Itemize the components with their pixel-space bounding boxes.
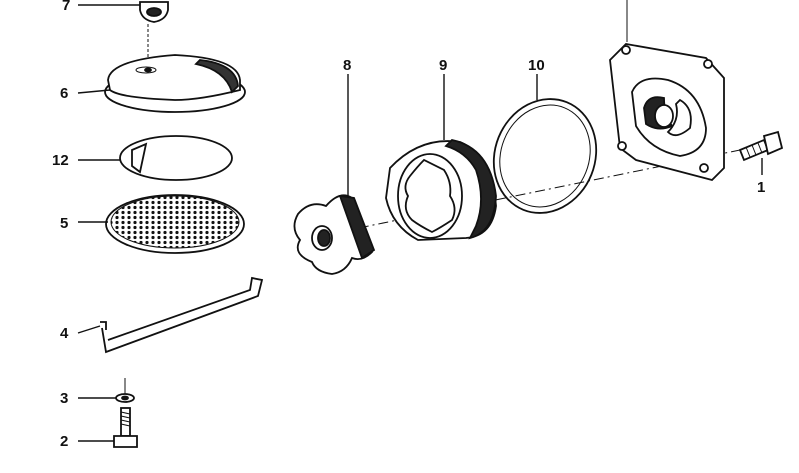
part-4-wire-clip xyxy=(100,276,264,354)
callout-2: 2 xyxy=(60,433,68,450)
part-8-inner-rotor xyxy=(293,194,376,275)
callout-1: 1 xyxy=(757,179,765,196)
callout-10: 10 xyxy=(528,57,545,74)
part-3-washer xyxy=(115,378,135,403)
leader-lines xyxy=(77,4,763,442)
part-1-screw xyxy=(738,130,784,162)
callout-labels: 7 6 12 5 4 3 2 8 9 10 1 xyxy=(52,0,765,450)
part-10-o-ring xyxy=(492,98,598,214)
part-12-gasket xyxy=(119,135,233,181)
part-9-outer-rotor xyxy=(385,139,497,241)
callout-9: 9 xyxy=(439,57,447,74)
part-2-bolt xyxy=(113,407,138,448)
callout-8: 8 xyxy=(343,57,351,74)
callout-4: 4 xyxy=(60,325,69,342)
callout-7: 7 xyxy=(62,0,70,14)
part-5-strainer xyxy=(105,194,245,254)
callout-5: 5 xyxy=(60,215,68,232)
callout-12: 12 xyxy=(52,152,69,169)
callout-6: 6 xyxy=(60,85,68,102)
callout-3: 3 xyxy=(60,390,68,407)
part-6-cover xyxy=(104,54,246,113)
pump-housing-cover xyxy=(609,0,725,182)
part-7-cap-nut xyxy=(139,1,169,60)
